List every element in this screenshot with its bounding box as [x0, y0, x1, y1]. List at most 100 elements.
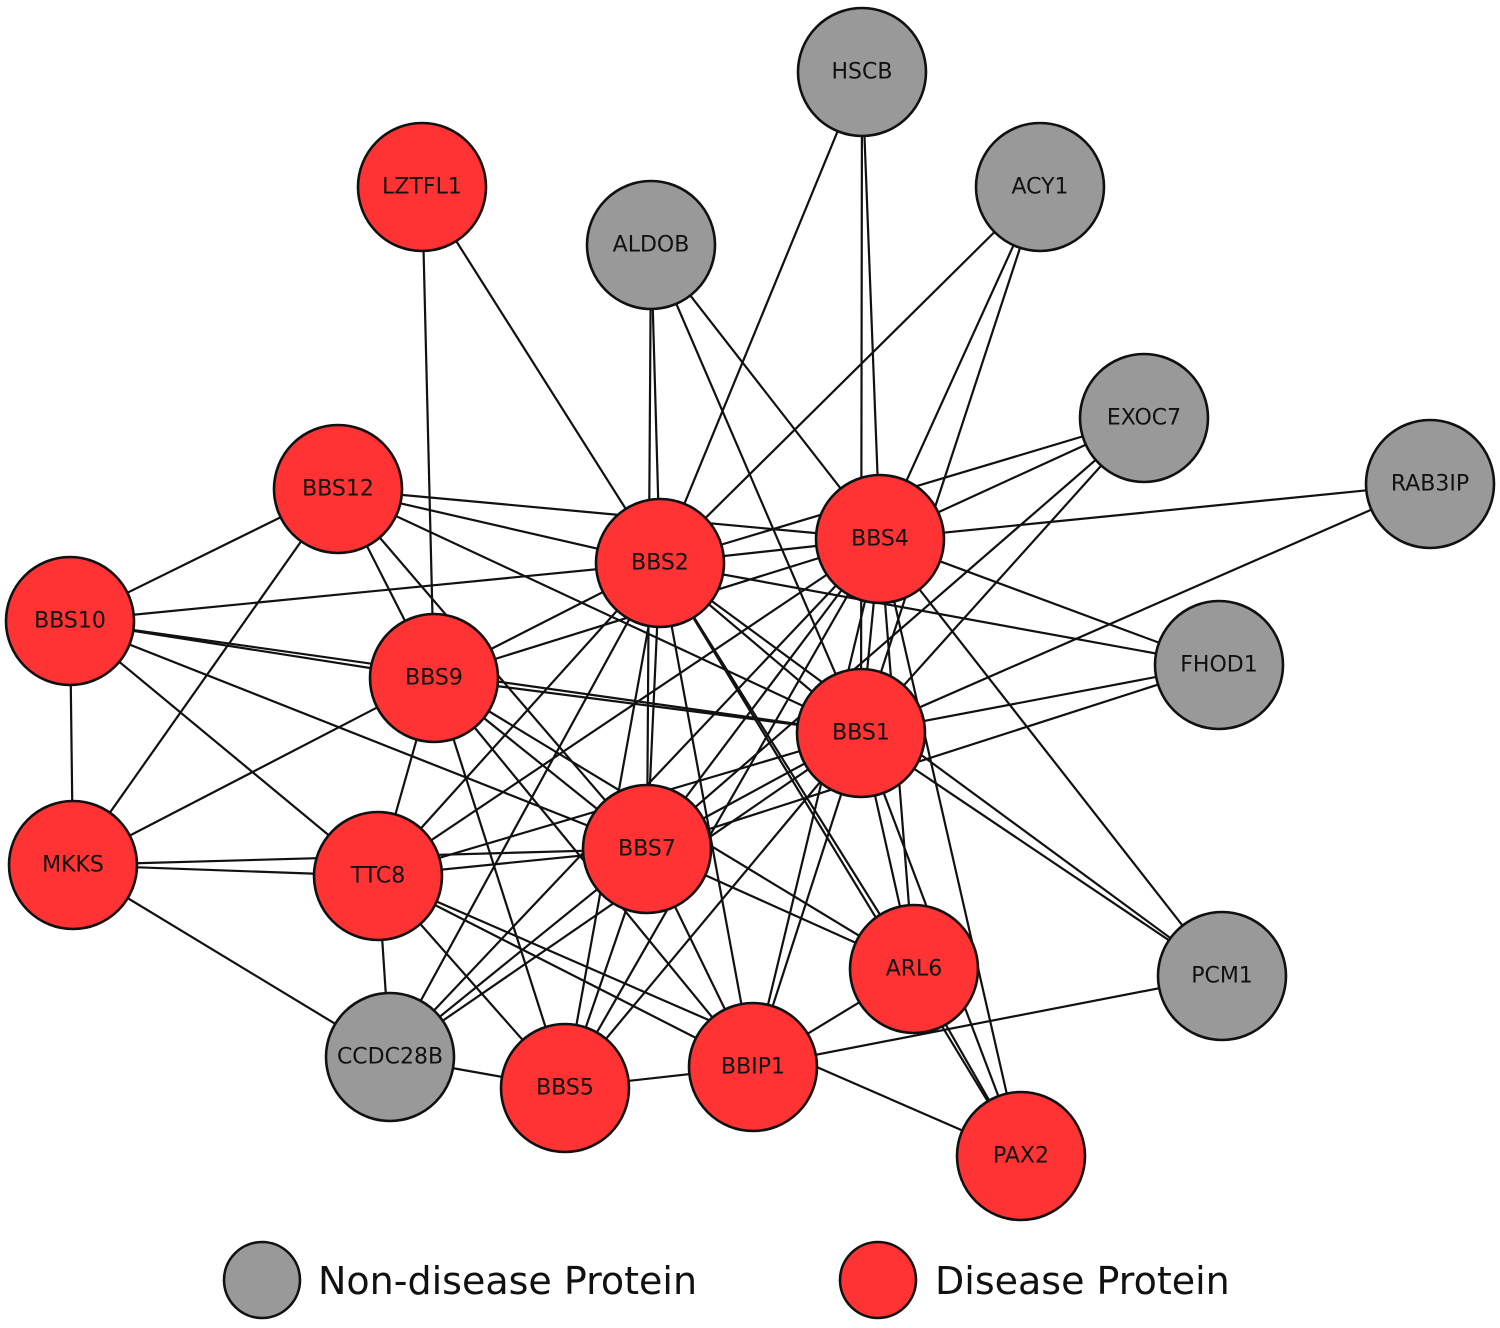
node-circle-ccdc28b — [324, 991, 456, 1123]
node-label-acy1: ACY1 — [1011, 175, 1068, 200]
edge-lztfl1-bbs9 — [420, 186, 436, 679]
node-bbs9: BBS9 — [368, 612, 500, 744]
edge-bbs4-ttc8 — [377, 538, 881, 877]
edge-rab3ip-bbs1 — [860, 482, 1431, 735]
node-circle-bbs9 — [368, 612, 500, 744]
edge-ttc8-bbip1 — [377, 875, 754, 1068]
edge-ttc8-pax2 — [377, 874, 1022, 1158]
node-ccdc28b: CCDC28B — [324, 991, 456, 1123]
node-bbs10: BBS10 — [4, 555, 136, 687]
legend-non-disease-swatch — [222, 1240, 302, 1320]
node-circle-pcm1 — [1156, 910, 1288, 1042]
node-circle-bbs1 — [795, 667, 927, 799]
edge-bbs12-bbs4 — [337, 487, 881, 541]
edge-bbs2-pax2 — [659, 562, 1022, 1157]
node-bbs2: BBS2 — [594, 497, 726, 629]
node-circle-mkks — [7, 799, 139, 931]
node-label-bbs2: BBS2 — [631, 551, 689, 576]
edge-bbs4-pax2 — [878, 538, 1023, 1157]
node-circle-exoc7 — [1078, 352, 1210, 484]
node-pax2: PAX2 — [955, 1090, 1087, 1222]
node-label-ccdc28b: CCDC28B — [337, 1045, 443, 1070]
edge-bbs10-bbs2 — [69, 561, 661, 623]
node-bbs4: BBS4 — [814, 473, 946, 605]
edge-exoc7-bbs7 — [646, 417, 1145, 850]
node-circle-bbs12 — [272, 423, 404, 555]
legend-non-disease-label: Non-disease Protein — [318, 1259, 697, 1303]
node-label-bbs9: BBS9 — [405, 666, 463, 691]
node-circle-bbip1 — [687, 1001, 819, 1133]
edge-pcm1-bbs1 — [860, 732, 1223, 977]
node-circle-arl6 — [848, 903, 980, 1035]
edge-bbs10-ttc8 — [69, 620, 379, 877]
node-circle-acy1 — [974, 121, 1106, 253]
node-exoc7: EXOC7 — [1078, 352, 1210, 484]
node-hscb: HSCB — [796, 6, 928, 138]
node-circle-pax2 — [955, 1090, 1087, 1222]
node-circle-bbs7 — [581, 783, 713, 915]
node-acy1: ACY1 — [974, 121, 1106, 253]
node-bbs5: BBS5 — [499, 1022, 631, 1154]
edge-pcm1-bbs2 — [659, 562, 1223, 977]
node-bbip1: BBIP1 — [687, 1001, 819, 1133]
node-label-bbs1: BBS1 — [832, 721, 890, 746]
node-label-bbs12: BBS12 — [302, 477, 374, 502]
node-circle-bbs2 — [594, 497, 726, 629]
node-circle-bbs5 — [499, 1022, 631, 1154]
node-aldob: ALDOB — [585, 179, 717, 311]
edge-pcm1-bbs4 — [879, 538, 1223, 977]
edge-bbs2-ccdc28b — [389, 562, 661, 1058]
node-label-rab3ip: RAB3IP — [1391, 472, 1469, 497]
edge-bbs4-bbs5 — [564, 538, 881, 1089]
node-pcm1: PCM1 — [1156, 910, 1288, 1042]
edge-lztfl1-bbs2 — [421, 186, 661, 564]
edge-bbs4-bbip1 — [751, 538, 882, 1068]
node-label-bbs4: BBS4 — [851, 527, 909, 552]
edge-hscb-bbs4 — [860, 71, 882, 540]
node-label-pcm1: PCM1 — [1191, 964, 1253, 989]
node-circle-hscb — [796, 6, 928, 138]
legend: Non-disease Protein Disease Protein — [222, 1240, 1230, 1320]
edge-bbs10-bbs7 — [69, 619, 648, 851]
node-ttc8: TTC8 — [312, 810, 444, 942]
node-arl6: ARL6 — [848, 903, 980, 1035]
node-label-lztfl1: LZTFL1 — [382, 175, 462, 200]
node-label-pax2: PAX2 — [993, 1144, 1049, 1169]
node-circle-ttc8 — [312, 810, 444, 942]
node-circle-bbs4 — [814, 473, 946, 605]
edge-bbs12-bbs1 — [337, 488, 862, 734]
edge-acy1-bbs1 — [859, 186, 1042, 734]
node-circle-bbs10 — [4, 555, 136, 687]
node-label-fhod1: FHOD1 — [1180, 653, 1257, 678]
edge-bbs1-bbs5 — [564, 732, 862, 1089]
node-label-bbs5: BBS5 — [536, 1076, 594, 1101]
node-label-bbs10: BBS10 — [34, 609, 106, 634]
edge-rab3ip-bbs4 — [879, 482, 1431, 541]
edge-aldob-bbs1 — [649, 244, 863, 734]
node-label-hscb: HSCB — [832, 60, 893, 85]
edge-hscb-bbs1 — [859, 71, 864, 734]
edge-bbs9-bbs5 — [432, 677, 567, 1089]
edge-hscb-bbs2 — [658, 71, 864, 564]
node-mkks: MKKS — [7, 799, 139, 931]
node-label-ttc8: TTC8 — [350, 864, 406, 889]
node-lztfl1: LZTFL1 — [356, 121, 488, 253]
edge-bbs2-ttc8 — [377, 562, 661, 877]
node-rab3ip: RAB3IP — [1364, 418, 1496, 550]
node-circle-rab3ip — [1364, 418, 1496, 550]
edge-bbs2-bbip1 — [658, 562, 755, 1068]
node-label-mkks: MKKS — [42, 853, 104, 878]
edge-acy1-bbs2 — [659, 186, 1041, 564]
edge-bbs12-mkks — [72, 488, 339, 866]
edge-exoc7-bbs1 — [860, 417, 1145, 734]
node-label-exoc7: EXOC7 — [1107, 406, 1181, 431]
node-fhod1: FHOD1 — [1153, 599, 1285, 731]
node-label-arl6: ARL6 — [886, 957, 943, 982]
node-label-aldob: ALDOB — [613, 233, 690, 258]
edge-fhod1-bbs7 — [646, 663, 1220, 851]
node-circle-fhod1 — [1153, 599, 1285, 731]
node-bbs12: BBS12 — [272, 423, 404, 555]
edge-bbs9-bbs1 — [433, 676, 862, 735]
